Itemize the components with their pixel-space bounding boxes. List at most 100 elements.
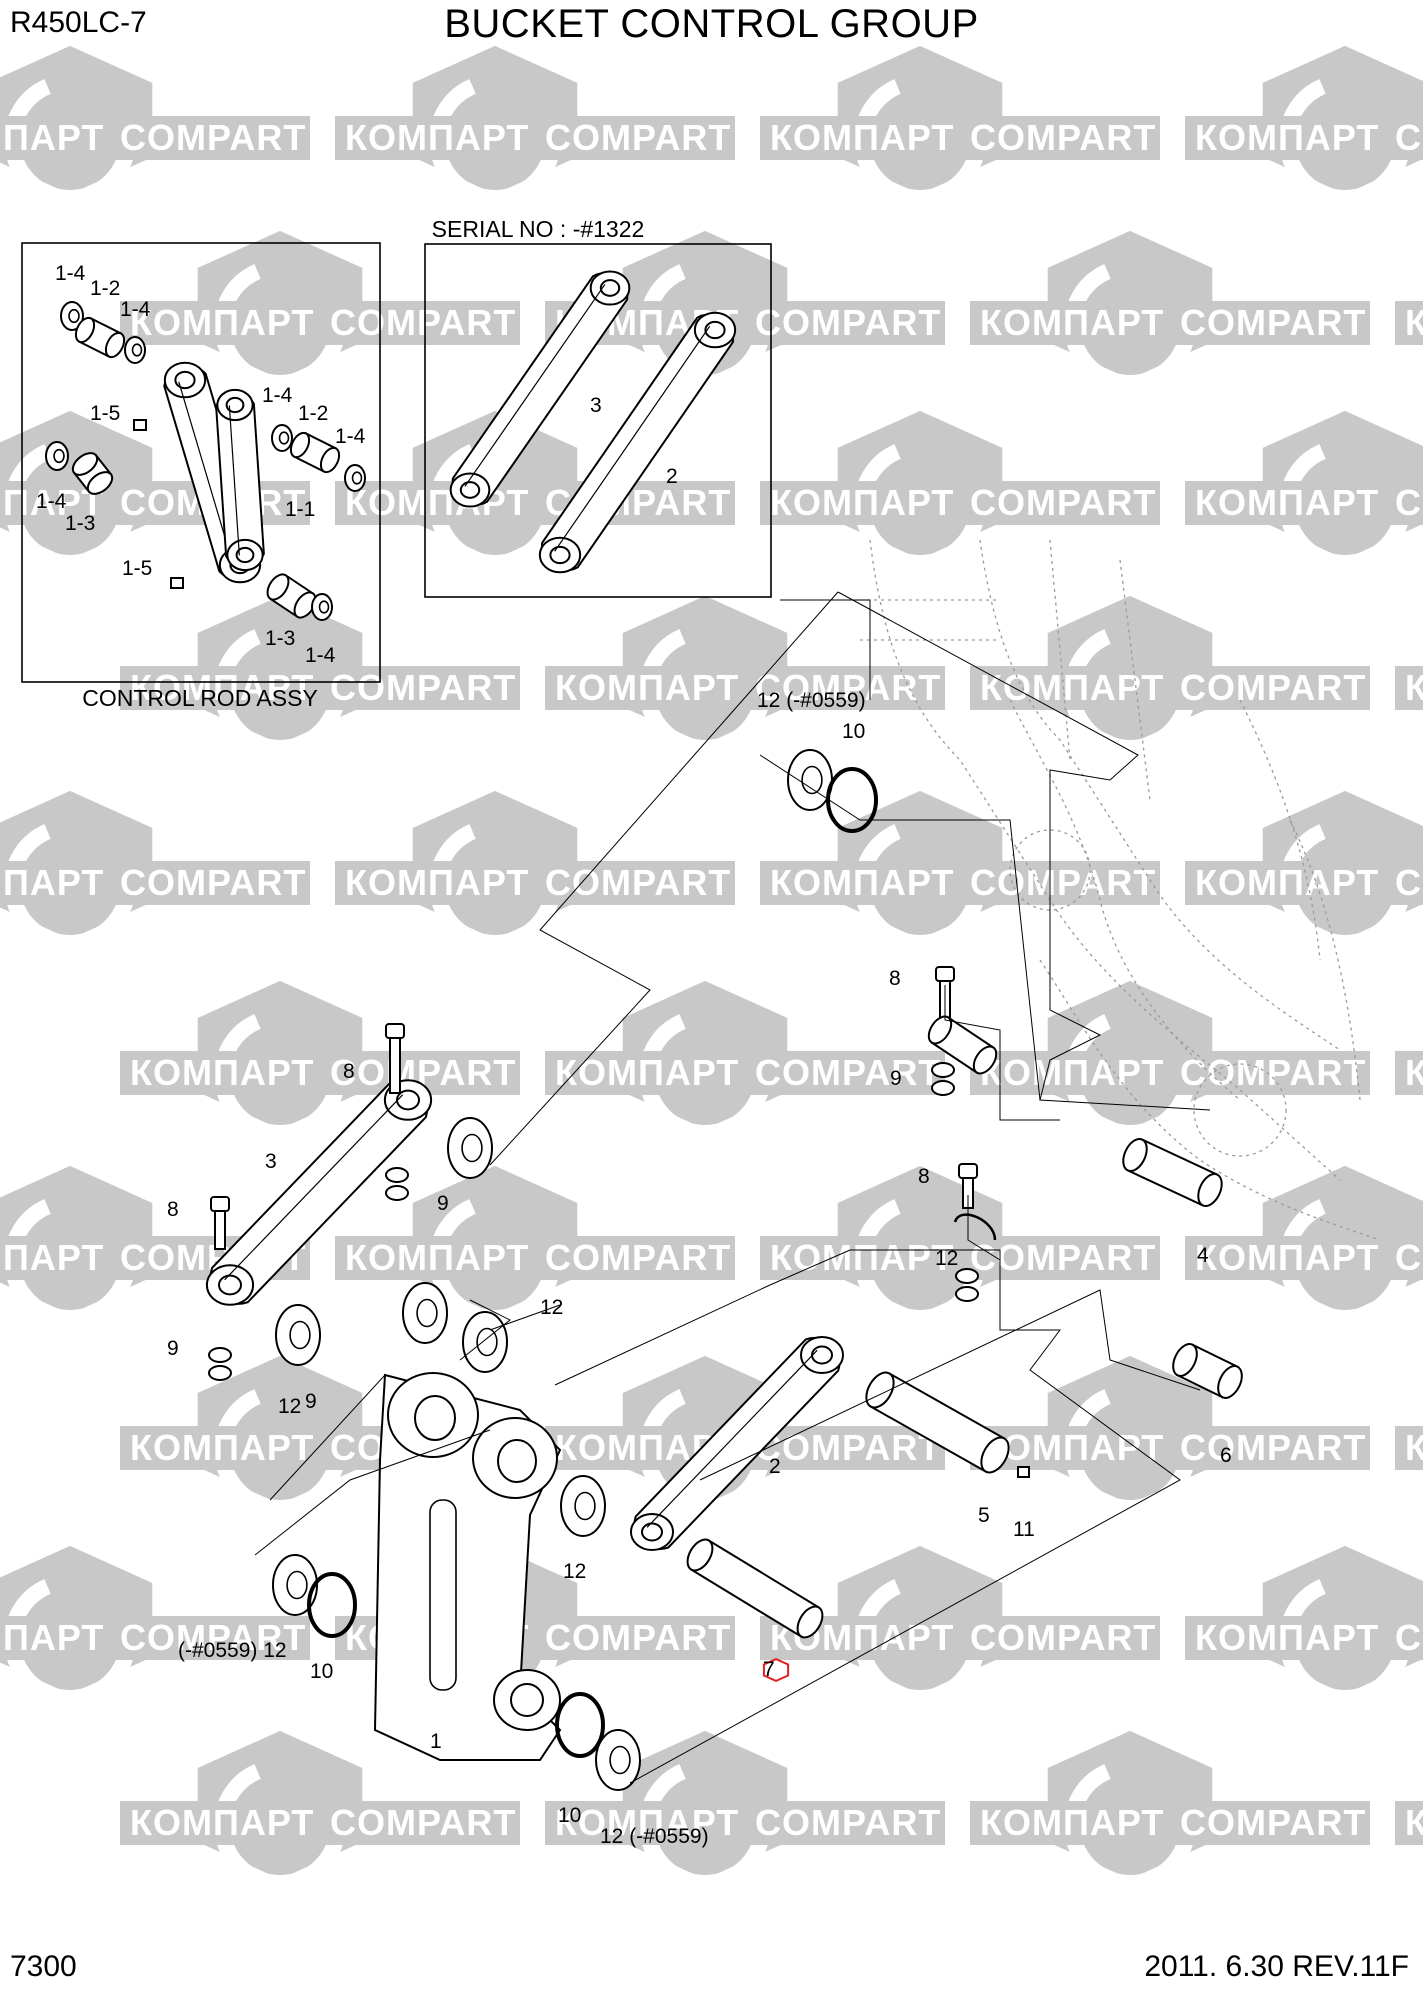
inset-grease-nipple xyxy=(170,577,184,589)
assembly-outline-line xyxy=(699,1289,1201,1481)
washer-12-upper-pair xyxy=(462,1311,508,1373)
bolt-head xyxy=(935,966,955,982)
watermark-band-left xyxy=(120,666,250,710)
ghost-outline-path xyxy=(1049,539,1151,801)
link-eye-bore xyxy=(704,320,726,340)
main-part-label: 4 xyxy=(1197,1244,1209,1267)
part-labels: 1-41-21-41-51-41-21-41-41-31-11-51-31-43… xyxy=(36,262,1232,1848)
model-code: R450LC-7 xyxy=(10,6,147,39)
watermark-cyrillic: КОМПАРТ xyxy=(1405,667,1423,708)
washer-bore xyxy=(286,1570,308,1600)
pin-end xyxy=(71,452,99,476)
watermark-latin: COMPART xyxy=(970,862,1156,903)
watermark-band-left xyxy=(1185,1236,1315,1280)
nut-9-upper xyxy=(931,1062,955,1096)
watermark-band-right xyxy=(535,1236,735,1280)
watermark-band-right xyxy=(110,1616,310,1660)
pin-end xyxy=(865,1371,895,1409)
watermark-band-left xyxy=(760,481,890,525)
watermark-latin: COMPART xyxy=(1180,667,1366,708)
watermark-band-left xyxy=(0,1616,40,1660)
watermark-band-right xyxy=(110,861,310,905)
watermark-band-right xyxy=(1170,1051,1370,1095)
inset-bushing xyxy=(71,452,114,495)
pin-end xyxy=(319,446,341,474)
assembly-outline-line xyxy=(489,591,839,1166)
watermark-band-right xyxy=(1385,1236,1423,1280)
control-rod-1 xyxy=(373,1372,562,1761)
watermark-latin: COMPART xyxy=(970,1617,1156,1658)
pin-5 xyxy=(865,1371,1010,1474)
inset-rod-part-label: 1-4 xyxy=(305,644,336,667)
main-part-label: 8 xyxy=(889,967,901,990)
inset-rod-part-label: 1-2 xyxy=(90,277,120,300)
watermark-band-right xyxy=(320,666,520,710)
assembly-outline-line xyxy=(944,985,1060,1121)
pin-end xyxy=(266,573,290,601)
watermark-band-left xyxy=(1185,481,1315,525)
watermark-cyrillic: КОМПАРТ xyxy=(1195,862,1379,903)
inset-bushing xyxy=(289,431,341,474)
watermark-band-left xyxy=(1395,1051,1423,1095)
watermark-latin: COMPART xyxy=(120,862,306,903)
washer-bore xyxy=(476,1327,498,1357)
watermark-band-right xyxy=(745,666,945,710)
watermark-cyrillic: КОМПАРТ xyxy=(980,1802,1164,1843)
watermark-latin: COMPART xyxy=(120,1617,306,1658)
watermark-latin: COMPART xyxy=(755,1052,941,1093)
watermark-latin: COMPART xyxy=(755,1802,941,1843)
nut-lower xyxy=(955,1286,979,1302)
watermark-cyrillic: КОМПАРТ xyxy=(1195,117,1379,158)
inset-washer xyxy=(344,464,366,492)
page-title: BUCKET CONTROL GROUP xyxy=(444,2,979,46)
watermark-cyrillic: КОМПАРТ xyxy=(1405,1802,1423,1843)
watermark-band-right xyxy=(1385,481,1423,525)
watermark-latin: COMPART xyxy=(970,117,1156,158)
watermark-latin: COMPART xyxy=(1180,1802,1366,1843)
main-part-label: 12 (-#0559) xyxy=(757,689,866,712)
o-ring-10-upper xyxy=(826,767,878,833)
assembly-outline-line xyxy=(254,1429,491,1556)
inset-link-3 xyxy=(449,270,631,508)
ghost-outline-path xyxy=(860,599,1000,641)
pin-end xyxy=(74,316,96,344)
nut-upper xyxy=(208,1347,232,1363)
ghost-pivot-circle xyxy=(1193,1063,1287,1157)
link-2 xyxy=(630,1336,844,1551)
watermark-band-left xyxy=(1185,116,1315,160)
link-eye-bore xyxy=(225,396,245,414)
watermark-cyrillic: КОМПАРТ xyxy=(345,1237,529,1278)
pin-end xyxy=(972,1045,998,1075)
watermark-band-left xyxy=(760,861,890,905)
pin-upper-short xyxy=(927,1015,998,1075)
watermark-latin: COMPART xyxy=(1180,302,1366,343)
rod-slot xyxy=(429,1499,457,1691)
watermark-band-left xyxy=(1395,1801,1423,1845)
washer-bore xyxy=(609,1745,631,1775)
o-ring-10-bottom xyxy=(555,1692,605,1758)
inset-washer xyxy=(311,593,333,621)
watermark-cyrillic: КОМПАРТ xyxy=(1405,1427,1423,1468)
washer-12-right xyxy=(560,1475,606,1537)
watermark-band-left xyxy=(0,116,40,160)
watermark-cyrillic: КОМПАРТ xyxy=(130,667,314,708)
washer-bore xyxy=(289,1320,311,1350)
main-part-label: 8 xyxy=(918,1165,930,1188)
leader-lines xyxy=(254,591,1211,1784)
ghost-outline-path xyxy=(1009,699,1241,1101)
watermark-cyrillic: КОМПАРТ xyxy=(980,1052,1164,1093)
watermark-band-left xyxy=(335,861,465,905)
main-part-label: 12 xyxy=(278,1395,301,1418)
watermark-latin: COMPART xyxy=(1180,1427,1366,1468)
pin-6 xyxy=(1172,1343,1243,1399)
washer-bore xyxy=(318,600,330,614)
watermark-band-left xyxy=(760,1236,890,1280)
watermark-band-left xyxy=(120,1051,250,1095)
watermark-band-right xyxy=(960,116,1160,160)
watermark-band-left xyxy=(0,1236,40,1280)
